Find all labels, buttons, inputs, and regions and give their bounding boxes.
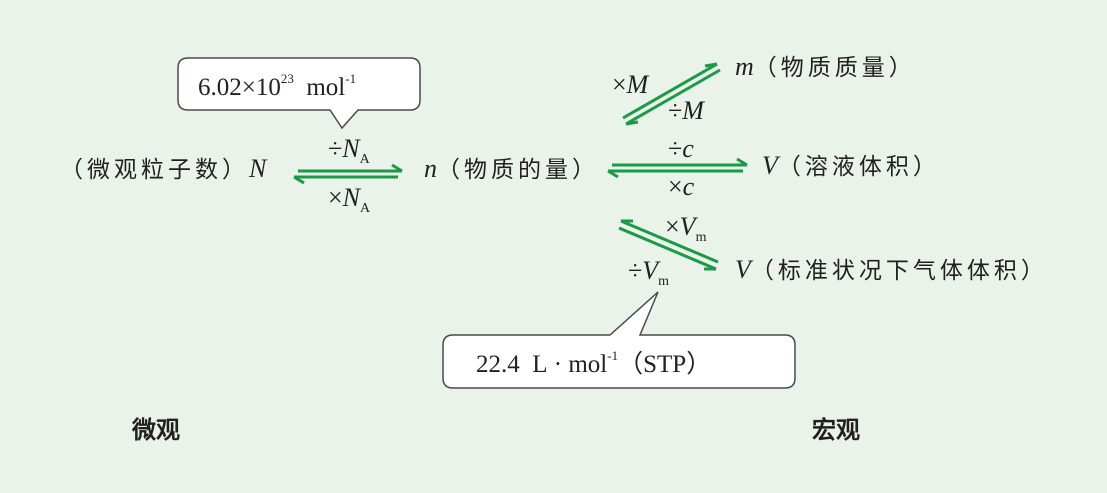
callout-avogadro-box	[177, 57, 421, 130]
op-multiply-vm: ×Vm	[665, 214, 706, 245]
vm-unit-l: L	[532, 351, 548, 378]
amount-symbol: n	[424, 154, 437, 183]
op-divide-m-symbol: M	[682, 96, 704, 125]
op-divide-c-sign: ÷	[668, 134, 683, 163]
solution-volume-label: （溶液体积）	[777, 154, 940, 180]
op-multiply-vm-symbol: V	[679, 212, 696, 241]
op-multiply-na-sign: ×	[328, 183, 343, 212]
node-particles: （微观粒子数）N	[60, 156, 266, 182]
op-multiply-na: ×NA	[328, 185, 370, 216]
op-multiply-vm-sign: ×	[665, 212, 680, 241]
arrow-n-na	[293, 163, 403, 185]
op-divide-na-sign: ÷	[328, 134, 343, 163]
avogadro-unit-exponent: -1	[345, 71, 357, 86]
callout-vm-text: 22.4 L · mol-1（STP）	[476, 349, 711, 377]
vm-condition: STP	[643, 351, 687, 378]
op-divide-vm-sign: ÷	[628, 256, 643, 285]
avogadro-times: ×	[241, 74, 256, 101]
solution-volume-symbol: V	[762, 151, 778, 180]
mass-symbol: m	[735, 52, 754, 81]
node-mass: m（物质质量）	[735, 54, 916, 80]
node-amount: n（物质的量）	[424, 156, 599, 182]
vm-condition-close: ）	[686, 351, 712, 378]
amount-label: （物质的量）	[437, 157, 599, 183]
node-gas-volume: V（标准状况下气体体积）	[735, 257, 1048, 283]
op-divide-vm-symbol: V	[642, 256, 659, 285]
arrow-amount-mass	[622, 62, 721, 126]
vm-unit-exponent: -1	[607, 348, 619, 363]
avogadro-mantissa: 6.02	[198, 74, 242, 101]
vm-condition-open: （	[618, 351, 644, 378]
op-divide-na-symbol: N	[342, 134, 360, 163]
op-multiply-m-symbol: M	[626, 70, 649, 99]
op-multiply-na-symbol: N	[342, 183, 361, 212]
particles-label: （微观粒子数）	[60, 157, 249, 183]
op-multiply-c-symbol: c	[682, 172, 695, 201]
op-multiply-c-sign: ×	[668, 172, 683, 201]
op-multiply-c: ×c	[668, 174, 694, 200]
op-divide-m-sign: ÷	[668, 96, 683, 125]
avogadro-unit: mol	[306, 74, 346, 101]
op-multiply-m-sign: ×	[612, 70, 627, 99]
arrow-amount-solution	[607, 157, 748, 179]
op-divide-vm: ÷Vm	[628, 258, 669, 289]
op-divide-na-sub: A	[359, 152, 370, 167]
gas-volume-label: （标准状况下气体体积）	[750, 258, 1048, 284]
vm-value: 22.4	[476, 351, 520, 378]
avogadro-base: 10	[255, 74, 281, 101]
avogadro-exponent: 23	[280, 71, 294, 86]
op-divide-na: ÷NA	[328, 136, 370, 167]
op-multiply-vm-sub: m	[695, 230, 707, 245]
node-solution-volume: V（溶液体积）	[762, 153, 940, 179]
op-divide-m: ÷M	[668, 98, 704, 124]
op-divide-c-symbol: c	[682, 134, 694, 163]
region-micro-label: 微观	[132, 416, 180, 444]
mass-label: （物质质量）	[753, 55, 916, 81]
op-multiply-m: ×M	[612, 72, 648, 98]
particles-symbol: N	[249, 154, 267, 183]
arrow-amount-gas	[618, 219, 719, 271]
region-macro-label: 宏观	[812, 416, 860, 444]
op-multiply-na-sub: A	[360, 201, 371, 216]
op-divide-vm-sub: m	[658, 274, 670, 289]
callout-vm-box	[442, 291, 796, 389]
gas-volume-symbol: V	[735, 255, 751, 284]
vm-dot: ·	[553, 351, 563, 378]
op-divide-c: ÷c	[668, 136, 694, 162]
callout-avogadro-text: 6.02×1023 mol-1	[198, 72, 356, 100]
vm-unit-mol: mol	[568, 351, 608, 378]
